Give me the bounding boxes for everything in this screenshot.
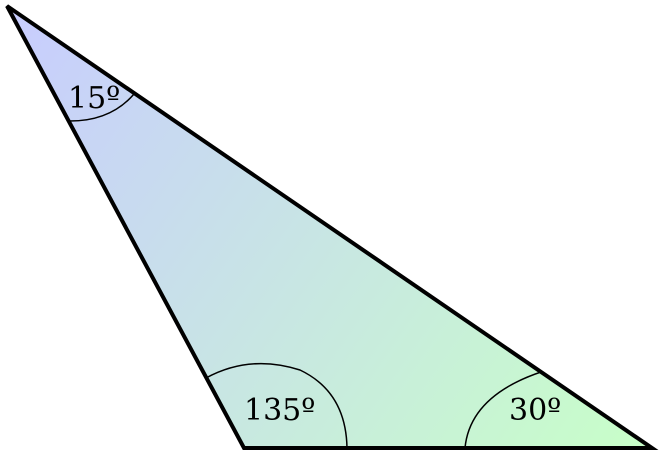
angle-arc-bottom-right	[464, 371, 542, 449]
angle-label-bottom-right: 30º	[509, 393, 561, 428]
angle-label-top: 15º	[68, 81, 120, 116]
angle-arc-bottom-left	[205, 362, 348, 449]
angle-label-bottom-left: 135º	[244, 393, 315, 428]
angle-arc-top	[66, 93, 135, 122]
triangle-shape	[5, 4, 659, 450]
